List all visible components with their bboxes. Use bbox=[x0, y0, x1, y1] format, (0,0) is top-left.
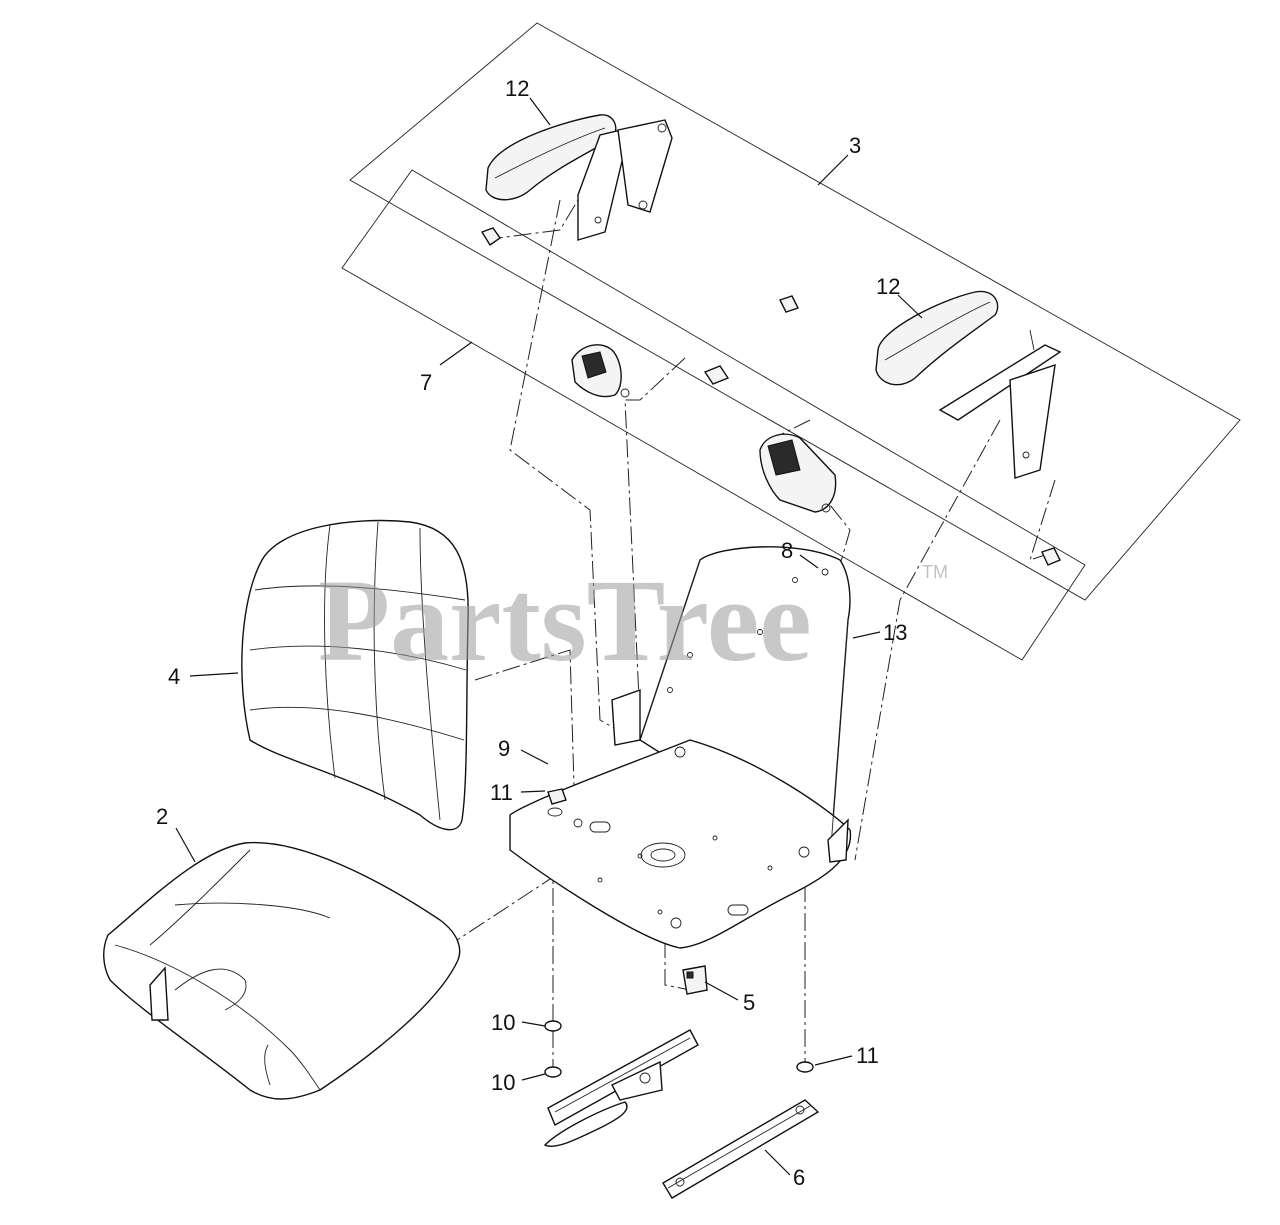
callout-6: 6 bbox=[793, 1165, 805, 1190]
callout-2: 2 bbox=[156, 804, 168, 829]
callout-4: 4 bbox=[168, 664, 180, 689]
callout-11-upper: 11 bbox=[490, 780, 513, 805]
watermark-text: PartsTree bbox=[318, 555, 812, 686]
seat-belt-parts bbox=[571, 295, 837, 513]
seat-bottom-cushion bbox=[103, 841, 461, 1100]
armrest-assembly-frame bbox=[349, 22, 1241, 601]
callout-10-lower: 10 bbox=[491, 1070, 515, 1095]
callout-9: 9 bbox=[498, 736, 510, 761]
hardware bbox=[544, 788, 814, 1078]
seat-pan bbox=[509, 546, 852, 949]
seat-slide-rails bbox=[543, 1029, 820, 1199]
callout-7: 7 bbox=[420, 370, 432, 395]
seat-belt-frame bbox=[341, 169, 1086, 661]
seat-switch bbox=[682, 965, 708, 995]
callout-12-left: 12 bbox=[505, 76, 529, 101]
callout-13: 13 bbox=[883, 620, 907, 645]
leader-lines bbox=[175, 97, 923, 1176]
callouts: 12 3 12 7 8 13 4 9 11 2 5 10 10 11 6 bbox=[156, 76, 907, 1190]
armrest-right bbox=[875, 290, 1062, 566]
callout-8: 8 bbox=[781, 538, 793, 563]
callout-5: 5 bbox=[743, 990, 755, 1015]
callout-10-upper: 10 bbox=[491, 1010, 515, 1035]
assembly-lines bbox=[444, 179, 1056, 1075]
callout-12-right: 12 bbox=[876, 274, 900, 299]
seat-back-cushion bbox=[241, 519, 469, 831]
watermark-tm: TM bbox=[922, 562, 948, 582]
watermark: PartsTree TM bbox=[318, 555, 948, 686]
callout-3: 3 bbox=[849, 133, 861, 158]
armrest-left bbox=[480, 114, 673, 246]
callout-11-lower: 11 bbox=[856, 1043, 879, 1068]
